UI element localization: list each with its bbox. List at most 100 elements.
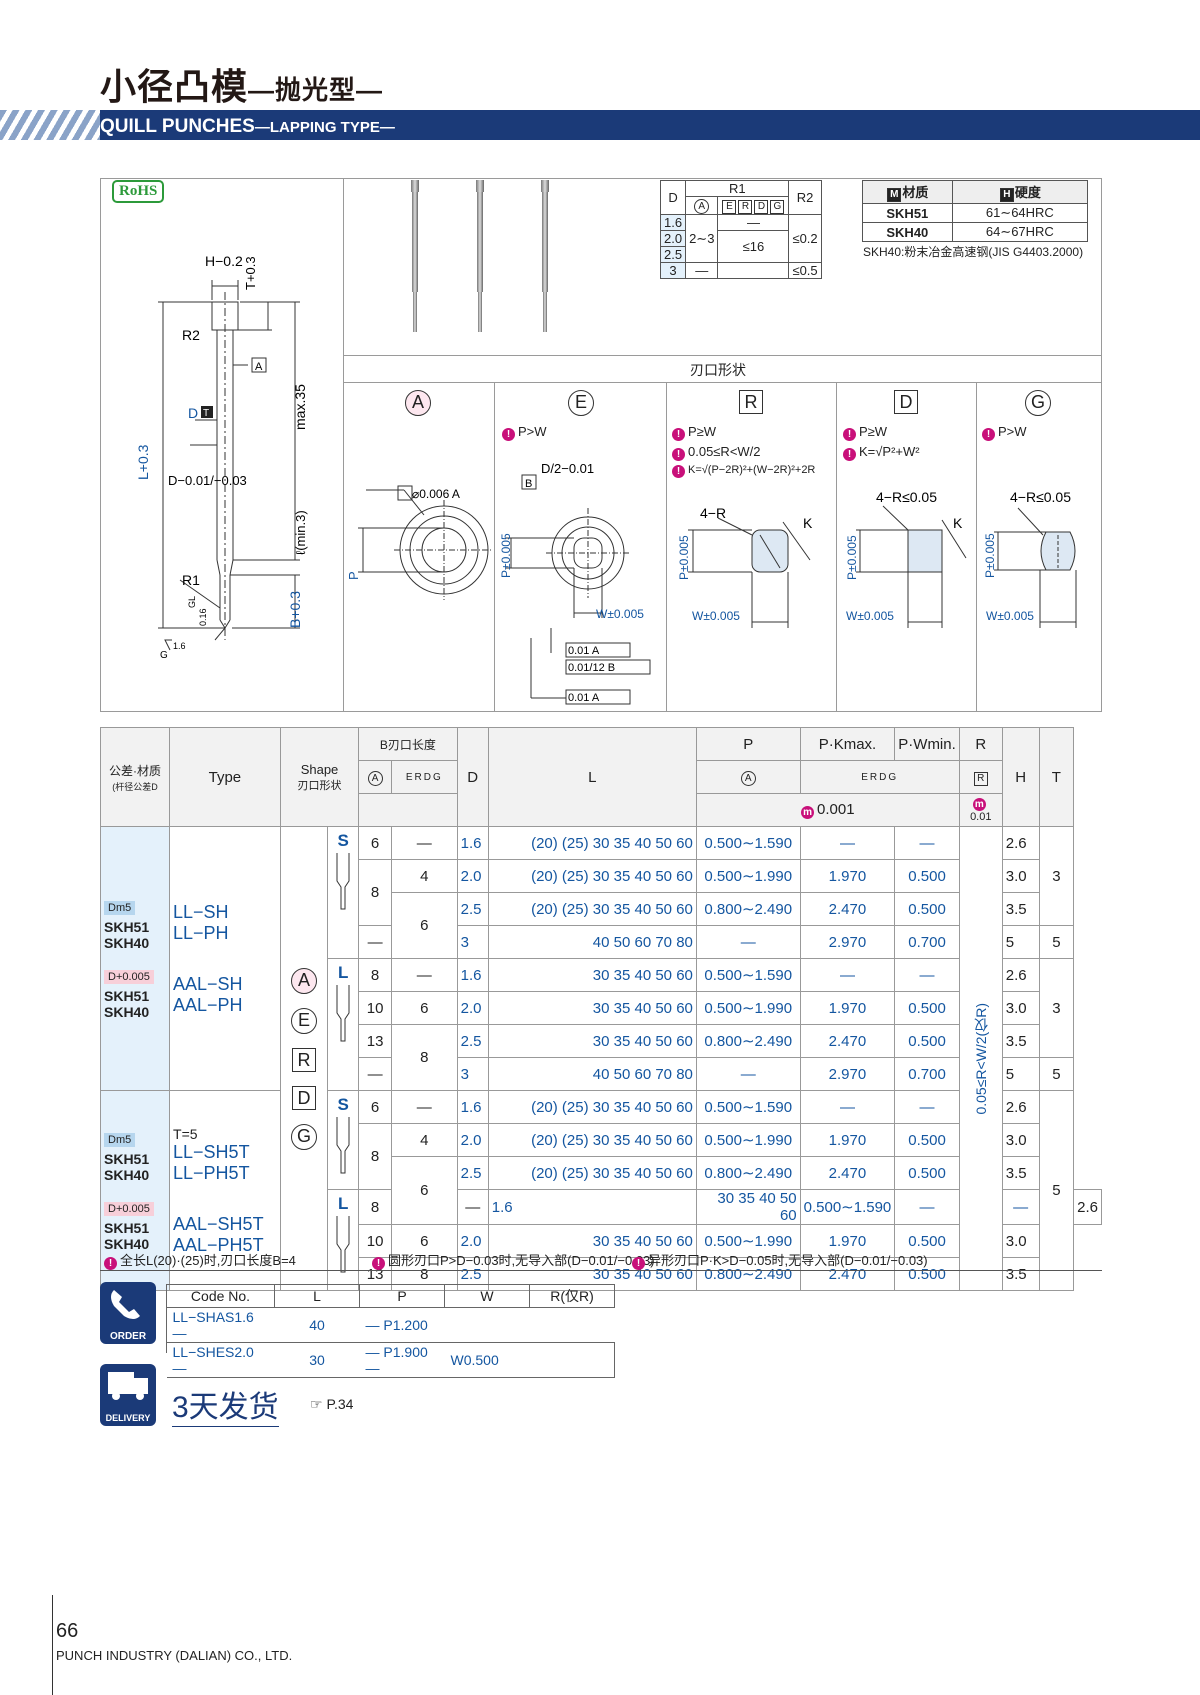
shape-a-p: P	[346, 571, 361, 580]
tolerance-badge: D+0.005	[104, 969, 154, 984]
shape-type-cell: S	[327, 826, 360, 959]
shape-a-tol: ⌀0.006 A	[412, 487, 460, 501]
material-icon: M	[887, 188, 902, 202]
pw-cell: —	[894, 826, 960, 860]
delivery-ref[interactable]: ☞ P.34	[310, 1396, 354, 1412]
p-cell: —	[695, 1057, 801, 1091]
shape-r-note1: !P≥W	[672, 424, 716, 441]
h-cell: 3.0	[1001, 1224, 1040, 1258]
t-cell: 5	[1038, 1057, 1075, 1091]
shape-size-label: S	[337, 1095, 349, 1114]
material-name: SKH40	[862, 222, 953, 242]
r-table-cell: ≤16	[717, 230, 790, 263]
b-erdg-cell: —	[390, 826, 458, 860]
t-mark-icon: T	[203, 408, 209, 419]
l-min-label: ℓ(min.3)	[293, 510, 308, 555]
unit-001: m0.01	[958, 793, 1003, 827]
gl-label: GL	[187, 596, 197, 608]
drawing-panel	[100, 178, 1102, 712]
p-cell: 0.500∼1.990	[695, 1224, 801, 1258]
p-cell: 0.500∼1.590	[695, 958, 801, 992]
d-cell: 1.6	[487, 1189, 697, 1225]
material-label: SKH51	[104, 1219, 150, 1236]
h-cell: 3.0	[1001, 859, 1040, 893]
b-a-cell: 8	[358, 1189, 392, 1225]
shape-d-note1: !P≥W	[843, 424, 887, 441]
order-p: — P1.900 —	[359, 1342, 445, 1378]
shape-type-cell: L	[327, 958, 360, 1091]
header-p: P	[695, 727, 801, 761]
shape-r-icon: R	[738, 200, 753, 214]
shape-r-k: K	[803, 515, 813, 531]
r-table-cell: 2.0	[659, 230, 687, 247]
material-label: SKH51	[104, 987, 150, 1004]
type-code: LL−SH5T	[173, 1141, 250, 1162]
material-label: SKH51	[104, 1150, 150, 1167]
material-name: SKH51	[862, 203, 953, 223]
pk-cell: 2.470	[799, 1257, 896, 1291]
d-cell: 2.0	[456, 859, 489, 893]
h-cell: 5	[1001, 1057, 1040, 1091]
shape-d-w: W±0.005	[846, 609, 894, 623]
type-code: AAL−SH	[173, 973, 243, 994]
d-cell: 1.6	[456, 826, 489, 860]
r-range-cell: 0.05≤R<W/2(仅R)	[958, 826, 1003, 1291]
pw-cell: 0.500	[894, 1024, 960, 1058]
pw-cell: —	[1001, 1189, 1040, 1225]
r-table-header-d: D	[659, 180, 687, 215]
b-a-cell: 8	[358, 1123, 392, 1190]
pk-cell: 2.470	[799, 1156, 896, 1190]
material-hardness: 61∼64HRC	[951, 203, 1089, 223]
b-erdg-cell: —	[390, 958, 458, 992]
page-title-en-sub: —LAPPING TYPE—	[254, 119, 395, 136]
shape-size-label: L	[338, 963, 349, 982]
h-cell: 3.0	[1001, 991, 1040, 1025]
material-label: SKH40	[104, 1003, 150, 1020]
r-table-cell: 2∼3	[685, 214, 719, 263]
shape-r-drawing: 4−R K P±0.005 W±0.005	[677, 505, 813, 628]
header-pk: P·Kmax.	[799, 727, 896, 761]
shape-size-label: L	[338, 1194, 349, 1213]
p-cell: 0.800∼2.490	[695, 892, 801, 926]
header-r: R	[958, 727, 1003, 761]
type-code: AAL−PH	[173, 994, 243, 1015]
shape-d-icon: D	[754, 200, 769, 214]
tolerance-badge: Dm5	[104, 900, 136, 915]
t-cell: 3	[1038, 826, 1075, 926]
shape-size-label: S	[337, 831, 349, 850]
page-number: 66	[56, 1620, 79, 1642]
p-cell: 0.800∼2.490	[695, 1024, 801, 1058]
t-cell: 3	[1038, 958, 1075, 1058]
shape-a-icon: A	[740, 771, 756, 786]
pk-cell: 2.470	[799, 1024, 896, 1058]
b-a-cell: 8	[358, 859, 392, 926]
t-cell: 5	[1038, 925, 1075, 959]
h-cell: 2.6	[1073, 1189, 1102, 1225]
d-cell: 2.0	[456, 1123, 489, 1157]
l-cell: 30 35 40 50 60	[487, 958, 697, 992]
a-ref-label: A	[255, 361, 263, 373]
r1-label: R1	[182, 572, 200, 588]
header-type: Type	[169, 727, 281, 827]
shape-e-icon: E	[290, 1007, 317, 1034]
hardness-icon: H	[999, 188, 1014, 202]
header-l: L	[487, 727, 697, 827]
p-cell: 0.500∼1.590	[799, 1189, 896, 1225]
b-a-cell: 8	[358, 958, 392, 992]
b-a-cell: —	[358, 1057, 392, 1091]
h-cell: 5	[1001, 925, 1040, 959]
material-hardness: 64∼67HRC	[951, 222, 1089, 242]
header-t: T	[1038, 727, 1075, 827]
